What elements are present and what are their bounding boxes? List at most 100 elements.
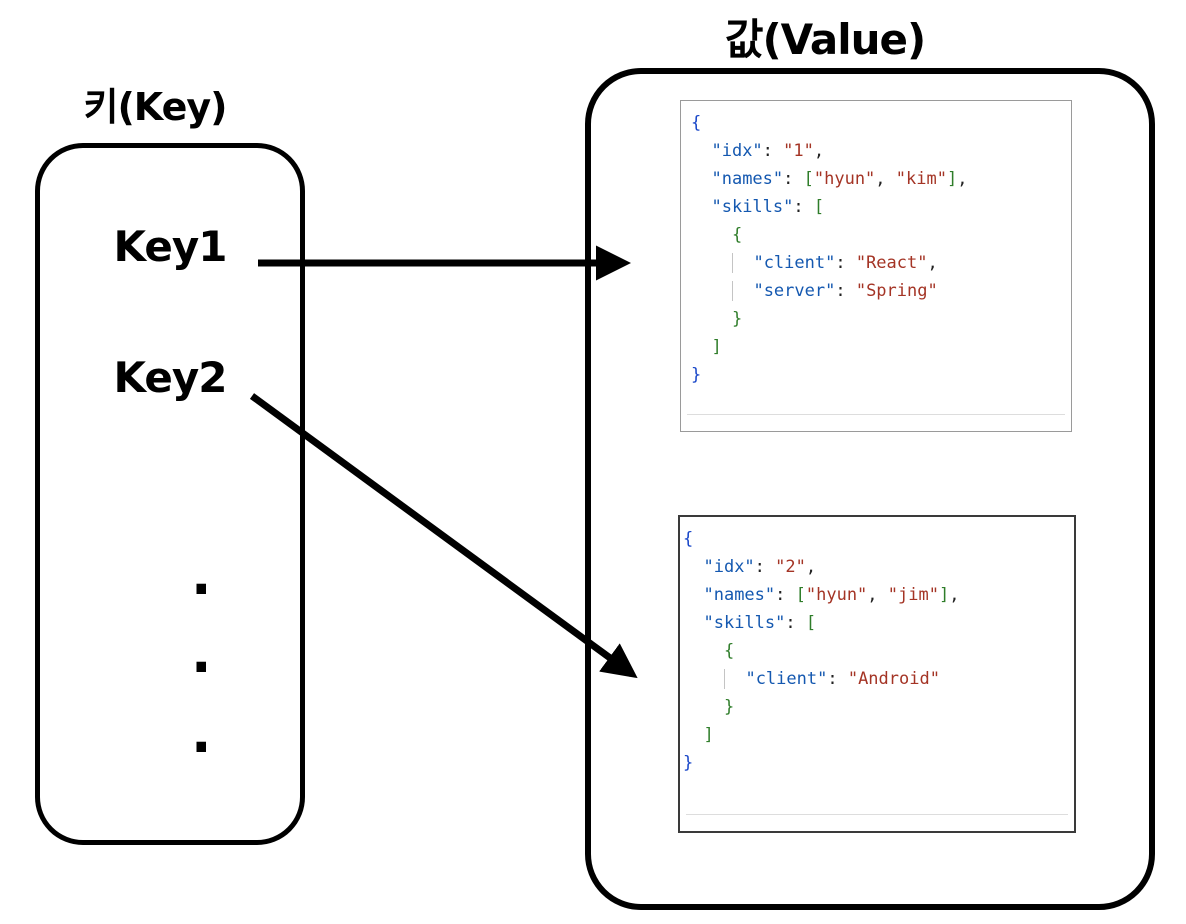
code-token-plain: : xyxy=(835,253,856,273)
code-token-green: } xyxy=(723,697,735,717)
code-line: "server": "Spring" xyxy=(691,277,1061,305)
code-token-plain xyxy=(683,641,724,661)
code-token-green: ] xyxy=(711,337,722,357)
code-token-plain xyxy=(691,253,732,273)
code-line: "idx": "1", xyxy=(691,137,1061,165)
code-token-plain xyxy=(691,309,732,329)
code-token-plain: , xyxy=(927,253,938,273)
code-token-plain xyxy=(691,169,711,189)
code-token-plain: : xyxy=(827,669,848,689)
code-line: "skills": [ xyxy=(691,193,1061,221)
code-token-green: ] xyxy=(703,725,714,745)
code-line: { xyxy=(683,637,1064,665)
code-token-plain: , xyxy=(949,585,960,605)
code-line: { xyxy=(691,109,1061,137)
code-line: } xyxy=(683,749,1064,777)
code-token-plain: : xyxy=(793,197,814,217)
code-line: } xyxy=(683,693,1064,721)
code-token-str: "React" xyxy=(855,253,928,273)
code-token-green: [ xyxy=(813,197,825,217)
key1-label: Key1 xyxy=(113,222,228,271)
code-token-plain: : xyxy=(775,585,796,605)
code-token-key: "server" xyxy=(753,281,836,301)
code-token-plain: : xyxy=(754,557,776,577)
code-token-blue: } xyxy=(691,365,702,385)
code-token-green: { xyxy=(731,225,743,245)
code-token-plain xyxy=(735,669,745,689)
code-token-plain xyxy=(683,725,703,745)
ellipsis-dot: . xyxy=(191,622,212,685)
code-token-str: "jim" xyxy=(887,585,939,605)
code-line: } xyxy=(691,305,1061,333)
code-token-plain xyxy=(691,337,711,357)
code-token-plain: : xyxy=(835,281,856,301)
code-token-plain xyxy=(691,225,732,245)
code-token-plain: , xyxy=(875,169,896,189)
code-token-key: "idx" xyxy=(711,141,763,161)
code-line: "skills": [ xyxy=(683,609,1064,637)
value-panel xyxy=(585,68,1155,910)
key2-label: Key2 xyxy=(113,353,228,402)
code-token-green: } xyxy=(731,309,743,329)
code-token-key: "skills" xyxy=(711,197,794,217)
code-line: "names": ["hyun", "kim"], xyxy=(691,165,1061,193)
code-token-str: "hyun" xyxy=(805,585,868,605)
code-line: { xyxy=(691,221,1061,249)
ellipsis-dot: . xyxy=(191,702,212,765)
code-line: "names": ["hyun", "jim"], xyxy=(683,581,1064,609)
code-line: "idx": "2", xyxy=(683,553,1064,581)
code-token-plain: , xyxy=(813,141,825,161)
code-token-plain xyxy=(743,253,753,273)
value-panel-title: 값(Value) xyxy=(724,15,926,64)
code-token-plain xyxy=(691,141,711,161)
ellipsis-dot: . xyxy=(191,544,212,607)
json-code-block-value2: { "idx": "2", "names": ["hyun", "jim"], … xyxy=(678,515,1076,833)
code-line: ] xyxy=(683,721,1064,749)
json-code-block-value1: { "idx": "1", "names": ["hyun", "kim"], … xyxy=(680,100,1072,432)
code-line: "client": "Android" xyxy=(683,665,1064,693)
code-token-key: "client" xyxy=(753,253,836,273)
code-token-plain: : xyxy=(783,169,804,189)
code-token-guide xyxy=(723,669,736,689)
code-token-plain xyxy=(683,613,703,633)
code-token-str: "kim" xyxy=(895,169,947,189)
code-token-blue: } xyxy=(683,753,694,773)
code-token-str: "2" xyxy=(775,557,806,577)
code-token-plain: : xyxy=(762,141,784,161)
code-token-green: [ xyxy=(795,585,806,605)
code-token-blue: { xyxy=(691,113,702,133)
code-token-key: "skills" xyxy=(703,613,786,633)
code-token-plain xyxy=(743,281,753,301)
code-token-green: [ xyxy=(805,613,817,633)
code-token-str: "Android" xyxy=(847,669,940,689)
code-token-guide xyxy=(731,281,744,301)
code-token-plain xyxy=(691,197,711,217)
code-token-guide xyxy=(731,253,744,273)
code-token-plain: , xyxy=(867,585,888,605)
code-token-plain xyxy=(683,557,703,577)
code-token-str: "Spring" xyxy=(855,281,938,301)
code-token-plain: : xyxy=(785,613,806,633)
code-token-plain: , xyxy=(805,557,817,577)
key-panel xyxy=(35,143,305,845)
key-panel-title: 키(Key) xyxy=(83,85,227,129)
code-token-blue: { xyxy=(683,529,694,549)
code-token-key: "client" xyxy=(745,669,828,689)
code-token-key: "names" xyxy=(711,169,784,189)
code-line: } xyxy=(691,361,1061,389)
code-token-plain xyxy=(683,669,724,689)
code-token-plain xyxy=(683,585,703,605)
code-token-key: "idx" xyxy=(703,557,755,577)
code-token-key: "names" xyxy=(703,585,776,605)
code-token-plain xyxy=(691,281,732,301)
code-token-green: ] xyxy=(938,585,950,605)
code-token-plain: , xyxy=(957,169,968,189)
code-line: { xyxy=(683,525,1064,553)
code-token-green: { xyxy=(723,641,735,661)
code-token-plain xyxy=(683,697,724,717)
code-line: ] xyxy=(691,333,1061,361)
arrow-key2-to-value2 xyxy=(249,393,638,679)
code-token-green: ] xyxy=(946,169,958,189)
code-line: "client": "React", xyxy=(691,249,1061,277)
